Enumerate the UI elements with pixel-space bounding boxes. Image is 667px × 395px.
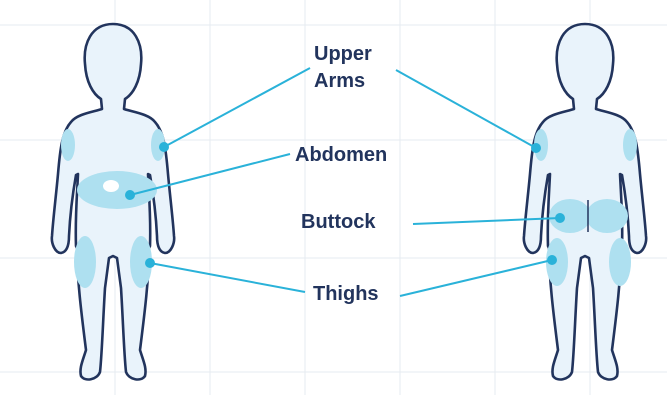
buttock-label: Buttock bbox=[301, 211, 376, 233]
front-left-arm-zone bbox=[61, 129, 75, 161]
abdomen-label: Abdomen bbox=[295, 144, 387, 166]
upper-arms-label-line2: Arms bbox=[314, 70, 365, 92]
back-right-arm-zone bbox=[623, 129, 637, 161]
thighs-leader-front bbox=[150, 263, 305, 292]
upper-arms-leader-back bbox=[396, 70, 536, 148]
thighs-leader-back bbox=[400, 260, 552, 296]
upper-arms-label-line1: Upper bbox=[314, 43, 372, 65]
right-buttock-zone bbox=[586, 199, 628, 233]
upper-arms-leader-front bbox=[164, 68, 310, 147]
upper-arms-dot-back bbox=[531, 143, 541, 153]
front-view-figure bbox=[52, 24, 174, 379]
thighs-dot-front bbox=[145, 258, 155, 268]
left-buttock-zone bbox=[549, 199, 591, 233]
abdomen-dot bbox=[125, 190, 135, 200]
back-body-outline bbox=[524, 24, 646, 379]
buttock-dot bbox=[555, 213, 565, 223]
front-left-thigh-zone bbox=[74, 236, 96, 288]
abdomen-center-mark bbox=[103, 180, 119, 192]
back-right-thigh-zone bbox=[609, 238, 631, 286]
upper-arms-dot-front bbox=[159, 142, 169, 152]
thighs-label: Thighs bbox=[313, 283, 379, 305]
thighs-dot-back bbox=[547, 255, 557, 265]
back-view-figure bbox=[524, 24, 646, 379]
abdomen-zone bbox=[77, 171, 157, 209]
